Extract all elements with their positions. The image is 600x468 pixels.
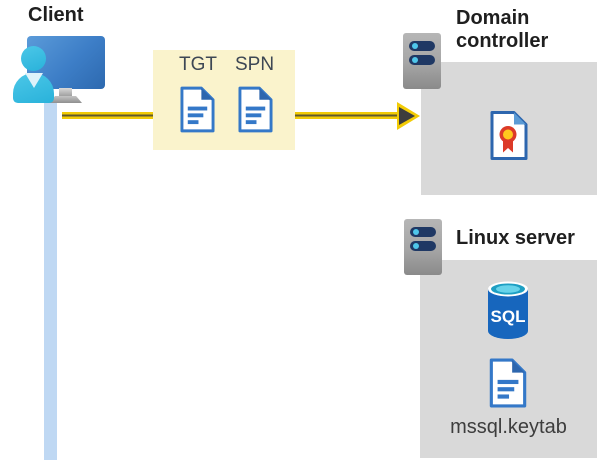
- server-bar-icon: [410, 227, 436, 237]
- keytab-label: mssql.keytab: [450, 416, 567, 438]
- arrow-head-inner-shape: [399, 107, 415, 125]
- server-led-icon: [412, 57, 418, 63]
- tgt-document-icon: [180, 86, 215, 133]
- sql-database-icon: SQL: [488, 281, 528, 339]
- user-body-icon: [13, 73, 54, 103]
- server-led-icon: [413, 229, 419, 235]
- server-bar-icon: [409, 41, 435, 51]
- domain-controller-server-icon: [403, 33, 441, 89]
- user-head-icon: [21, 46, 46, 71]
- client-vertical-line: [44, 98, 57, 460]
- keytab-document-icon: [489, 358, 527, 408]
- tgt-label: TGT: [179, 54, 217, 75]
- client-title: Client: [28, 4, 84, 26]
- monitor-stand-base-icon: [49, 96, 82, 103]
- server-led-icon: [412, 43, 418, 49]
- spn-label: SPN: [235, 54, 275, 75]
- server-bar-icon: [410, 241, 436, 251]
- linux-server-title: Linux server: [456, 227, 575, 249]
- server-led-icon: [413, 243, 419, 249]
- user-collar-shape: [25, 73, 43, 88]
- domain-controller-title: Domain controller: [456, 7, 549, 52]
- certificate-icon: [490, 111, 528, 160]
- server-bar-icon: [409, 55, 435, 65]
- monitor-stand-icon: [59, 88, 72, 97]
- spn-document-icon: [238, 86, 273, 133]
- sql-text: SQL: [491, 307, 526, 326]
- linux-server-icon: [404, 219, 442, 275]
